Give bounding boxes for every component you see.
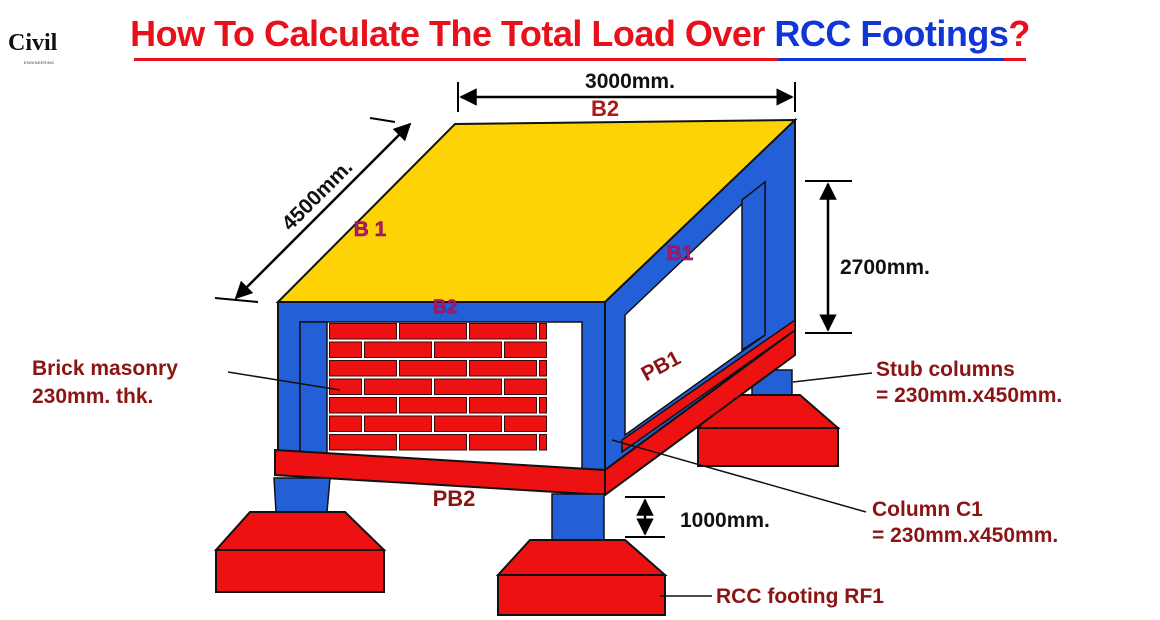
- logo-subtitle: ENGINEERING: [24, 60, 55, 65]
- beam-label-b2-top: B2: [591, 96, 619, 121]
- brick-label-line1: Brick masonry: [32, 357, 178, 380]
- site-logo: Civil: [8, 30, 57, 57]
- brick: [539, 397, 547, 414]
- brick: [504, 341, 547, 358]
- beam-label-b1-left: B 1: [354, 218, 387, 241]
- title-text-part1: How To Calculate The Total Load Over: [130, 13, 775, 54]
- column-label-line1: Column C1: [872, 498, 983, 521]
- dimension-side: [214, 117, 412, 303]
- brick: [399, 323, 467, 340]
- stub-label-line1: Stub columns: [876, 358, 1015, 381]
- brick: [329, 378, 362, 395]
- dimension-stub: [625, 496, 665, 538]
- brick: [504, 378, 547, 395]
- brick-label-line2: 230mm. thk.: [32, 385, 153, 408]
- dim-side-label: 4500mm.: [277, 155, 357, 235]
- brick: [434, 378, 502, 395]
- dimension-height: [805, 180, 852, 334]
- brick: [329, 397, 397, 414]
- dim-top-label: 3000mm.: [585, 70, 675, 93]
- title-underline: [134, 58, 1026, 61]
- stub-label-line2: = 230mm.x450mm.: [876, 384, 1062, 407]
- dim-stub-label: 1000mm.: [680, 509, 770, 532]
- brick: [399, 434, 467, 451]
- dim-height-label: 2700mm.: [840, 256, 930, 279]
- brick: [399, 397, 467, 414]
- page-title: How To Calculate The Total Load Over RCC…: [130, 6, 1030, 62]
- brick: [329, 415, 362, 432]
- column-label-line2: = 230mm.x450mm.: [872, 524, 1058, 547]
- brick: [434, 415, 502, 432]
- brick: [399, 360, 467, 377]
- brick: [434, 341, 502, 358]
- dimension-top: [457, 82, 796, 112]
- brick: [469, 360, 537, 377]
- leader-lines: [227, 371, 873, 597]
- brick: [364, 378, 432, 395]
- brick: [329, 434, 397, 451]
- brick: [469, 323, 537, 340]
- brick: [364, 341, 432, 358]
- brick: [329, 323, 397, 340]
- brick: [539, 360, 547, 377]
- brick: [329, 360, 397, 377]
- brick: [504, 415, 547, 432]
- brick-masonry-wall: [329, 323, 547, 451]
- footing-back-right: [695, 369, 841, 467]
- plinth-label-pb2: PB2: [433, 486, 476, 511]
- title-text-part3: ?: [1008, 13, 1030, 54]
- brick: [469, 397, 537, 414]
- brick: [539, 434, 547, 451]
- title-underline-accent: [778, 58, 1004, 61]
- footing-front-left: [213, 477, 387, 593]
- brick: [539, 323, 547, 340]
- beam-label-b2-front: B2: [433, 297, 457, 318]
- beam-label-b1-right: B1: [667, 242, 694, 265]
- logo-text: Civil: [8, 30, 58, 56]
- plinth-beams: [274, 318, 796, 497]
- brick: [329, 341, 362, 358]
- brick: [364, 415, 432, 432]
- footing-front-right: [495, 493, 668, 616]
- footing-label: RCC footing RF1: [716, 585, 884, 608]
- title-text-part2: RCC Footings: [774, 13, 1009, 54]
- brick: [469, 434, 537, 451]
